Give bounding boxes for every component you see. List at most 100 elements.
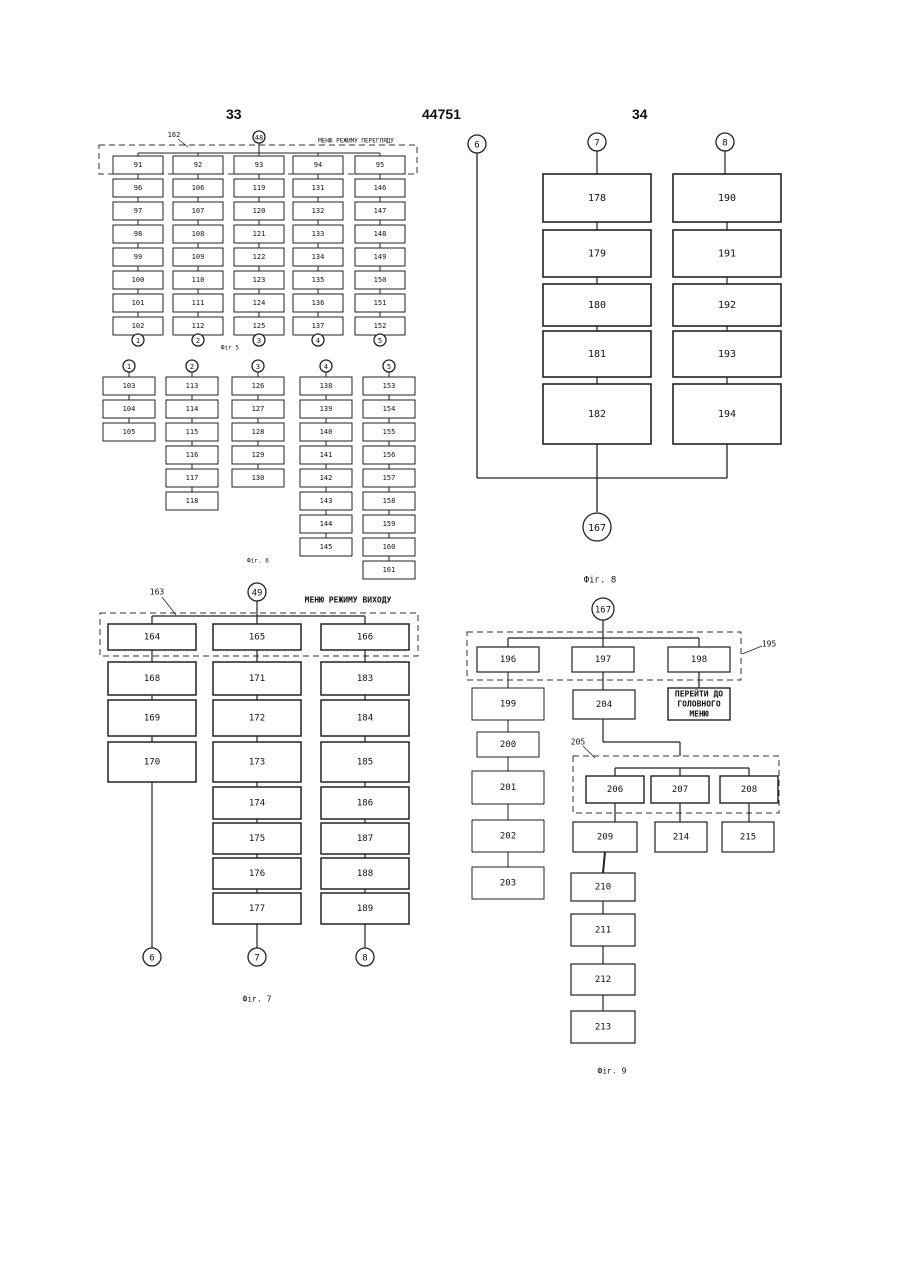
fig6-block-label: 141 (320, 451, 333, 459)
fig7-group-leader (162, 597, 176, 615)
fig7-top-circle-label: 49 (252, 589, 263, 599)
fig8-caption: Фіг. 8 (584, 576, 617, 586)
fig5-block-label: 149 (374, 253, 387, 261)
fig9-caption: Фіг. 9 (598, 1067, 627, 1076)
fig8-entry-circle-6-label: 6 (474, 141, 479, 151)
fig6-block-label: 105 (123, 428, 136, 436)
fig8-block-label: 190 (718, 193, 736, 204)
fig6-block-label: 158 (383, 497, 396, 505)
fig7-block-label: 174 (249, 799, 265, 809)
fig7-group-label: 163 (150, 588, 165, 597)
fig6-block-label: 104 (123, 405, 136, 413)
goto-main-menu-line: МЕНЮ (689, 710, 708, 719)
fig5-block-label: 123 (253, 276, 266, 284)
fig5-caption: Фіг 5 (221, 345, 239, 352)
fig5-menu-box-label: 93 (255, 161, 263, 169)
fig9-menu-box-label: 198 (691, 655, 707, 665)
fig5-menu-title: МЕНЮ РЕЖИМУ ПЕРЕГЛЯДУ (318, 138, 394, 145)
fig5-block-label: 136 (312, 299, 325, 307)
fig8-block-label: 182 (588, 409, 606, 420)
fig9-group2-label: 205 (571, 738, 586, 747)
fig7-exit-circle-label: 7 (254, 954, 259, 964)
fig7-menu-box-label: 164 (144, 633, 160, 643)
fig5-exit-circle-label: 3 (257, 337, 261, 345)
fig5-block-label: 119 (253, 184, 266, 192)
fig9-block-214-label: 214 (673, 833, 689, 843)
fig6-block-label: 143 (320, 497, 333, 505)
fig5-block-label: 124 (253, 299, 266, 307)
fig5-block-label: 108 (192, 230, 205, 238)
fig5-menu-box-label: 94 (314, 161, 322, 169)
fig9-block-label: 211 (595, 926, 611, 936)
fig7-block-label: 176 (249, 869, 265, 879)
fig9-block-204-label: 204 (596, 700, 612, 710)
fig6-block-label: 161 (383, 566, 396, 574)
fig6-block-label: 114 (186, 405, 199, 413)
fig5-block-label: 120 (253, 207, 266, 215)
fig5-block-label: 110 (192, 276, 205, 284)
fig6-entry-circle-label: 3 (256, 363, 260, 371)
fig6-block-label: 156 (383, 451, 396, 459)
fig9-block-label: 209 (597, 833, 613, 843)
fig5-block-label: 151 (374, 299, 387, 307)
fig5-block-label: 152 (374, 322, 387, 330)
fig5-top-circle-label: 48 (255, 134, 263, 142)
fig5-block-label: 111 (192, 299, 205, 307)
fig7-block-label: 189 (357, 904, 373, 914)
fig5-block-label: 122 (253, 253, 266, 261)
goto-main-menu-line: ГОЛОВНОГО (677, 700, 721, 709)
fig8-entry-circle-7-label: 7 (594, 139, 599, 149)
fig6-block-label: 140 (320, 428, 333, 436)
fig5-block-label: 131 (312, 184, 325, 192)
fig6-block-label: 127 (252, 405, 265, 413)
fig6-block-label: 129 (252, 451, 265, 459)
fig5-block-label: 148 (374, 230, 387, 238)
fig6-entry-circle-label: 1 (127, 363, 131, 371)
fig7-block-label: 186 (357, 799, 373, 809)
fig5-block-label: 102 (132, 322, 145, 330)
fig9-menu-box-label: 197 (595, 655, 611, 665)
fig5-block-label: 100 (132, 276, 145, 284)
fig6-block-label: 103 (123, 382, 136, 390)
fig6-block-label: 113 (186, 382, 199, 390)
fig7-block-label: 188 (357, 869, 373, 879)
fig8-block-label: 181 (588, 349, 606, 360)
fig9-block-label: 213 (595, 1023, 611, 1033)
fig9-submenu-box-label: 206 (607, 785, 623, 795)
fig7-block-label: 183 (357, 674, 373, 684)
fig5-block-label: 109 (192, 253, 205, 261)
fig7-exit-circle-label: 8 (362, 954, 367, 964)
fig7-menu-box-label: 166 (357, 633, 373, 643)
fig5-block-label: 132 (312, 207, 325, 215)
fig9-menu-box-label: 196 (500, 655, 516, 665)
fig5-group-leader (178, 139, 188, 147)
fig5-block-label: 147 (374, 207, 387, 215)
fig9-block-label: 210 (595, 883, 611, 893)
fig9-block-label: 202 (500, 832, 516, 842)
fig5-exit-circle-label: 4 (316, 337, 320, 345)
fig6-block-label: 155 (383, 428, 396, 436)
fig5-block-label: 98 (134, 230, 142, 238)
fig5-block-label: 135 (312, 276, 325, 284)
fig5-block-label: 134 (312, 253, 325, 261)
fig8-block-label: 191 (718, 249, 736, 260)
fig8-entry-circle-8-label: 8 (722, 139, 727, 149)
fig5-block-label: 112 (192, 322, 205, 330)
fig7-block-label: 171 (249, 674, 265, 684)
fig8-block-label: 194 (718, 409, 736, 420)
fig9-block-label: 200 (500, 740, 516, 750)
fig5-block-label: 137 (312, 322, 325, 330)
fig5-block-label: 121 (253, 230, 266, 238)
fig5-block-label: 146 (374, 184, 387, 192)
fig6-caption: Фіг. 6 (247, 558, 269, 565)
fig5-block-label: 150 (374, 276, 387, 284)
fig9-submenu-box-label: 207 (672, 785, 688, 795)
fig5-exit-circle-label: 1 (136, 337, 140, 345)
fig5-menu-box-label: 95 (376, 161, 384, 169)
fig6-entry-circle-label: 2 (190, 363, 194, 371)
fig7-block-label: 175 (249, 834, 265, 844)
fig9-block-label: 201 (500, 783, 516, 793)
fig6-block-label: 157 (383, 474, 396, 482)
fig6-entry-circle-label: 5 (387, 363, 391, 371)
